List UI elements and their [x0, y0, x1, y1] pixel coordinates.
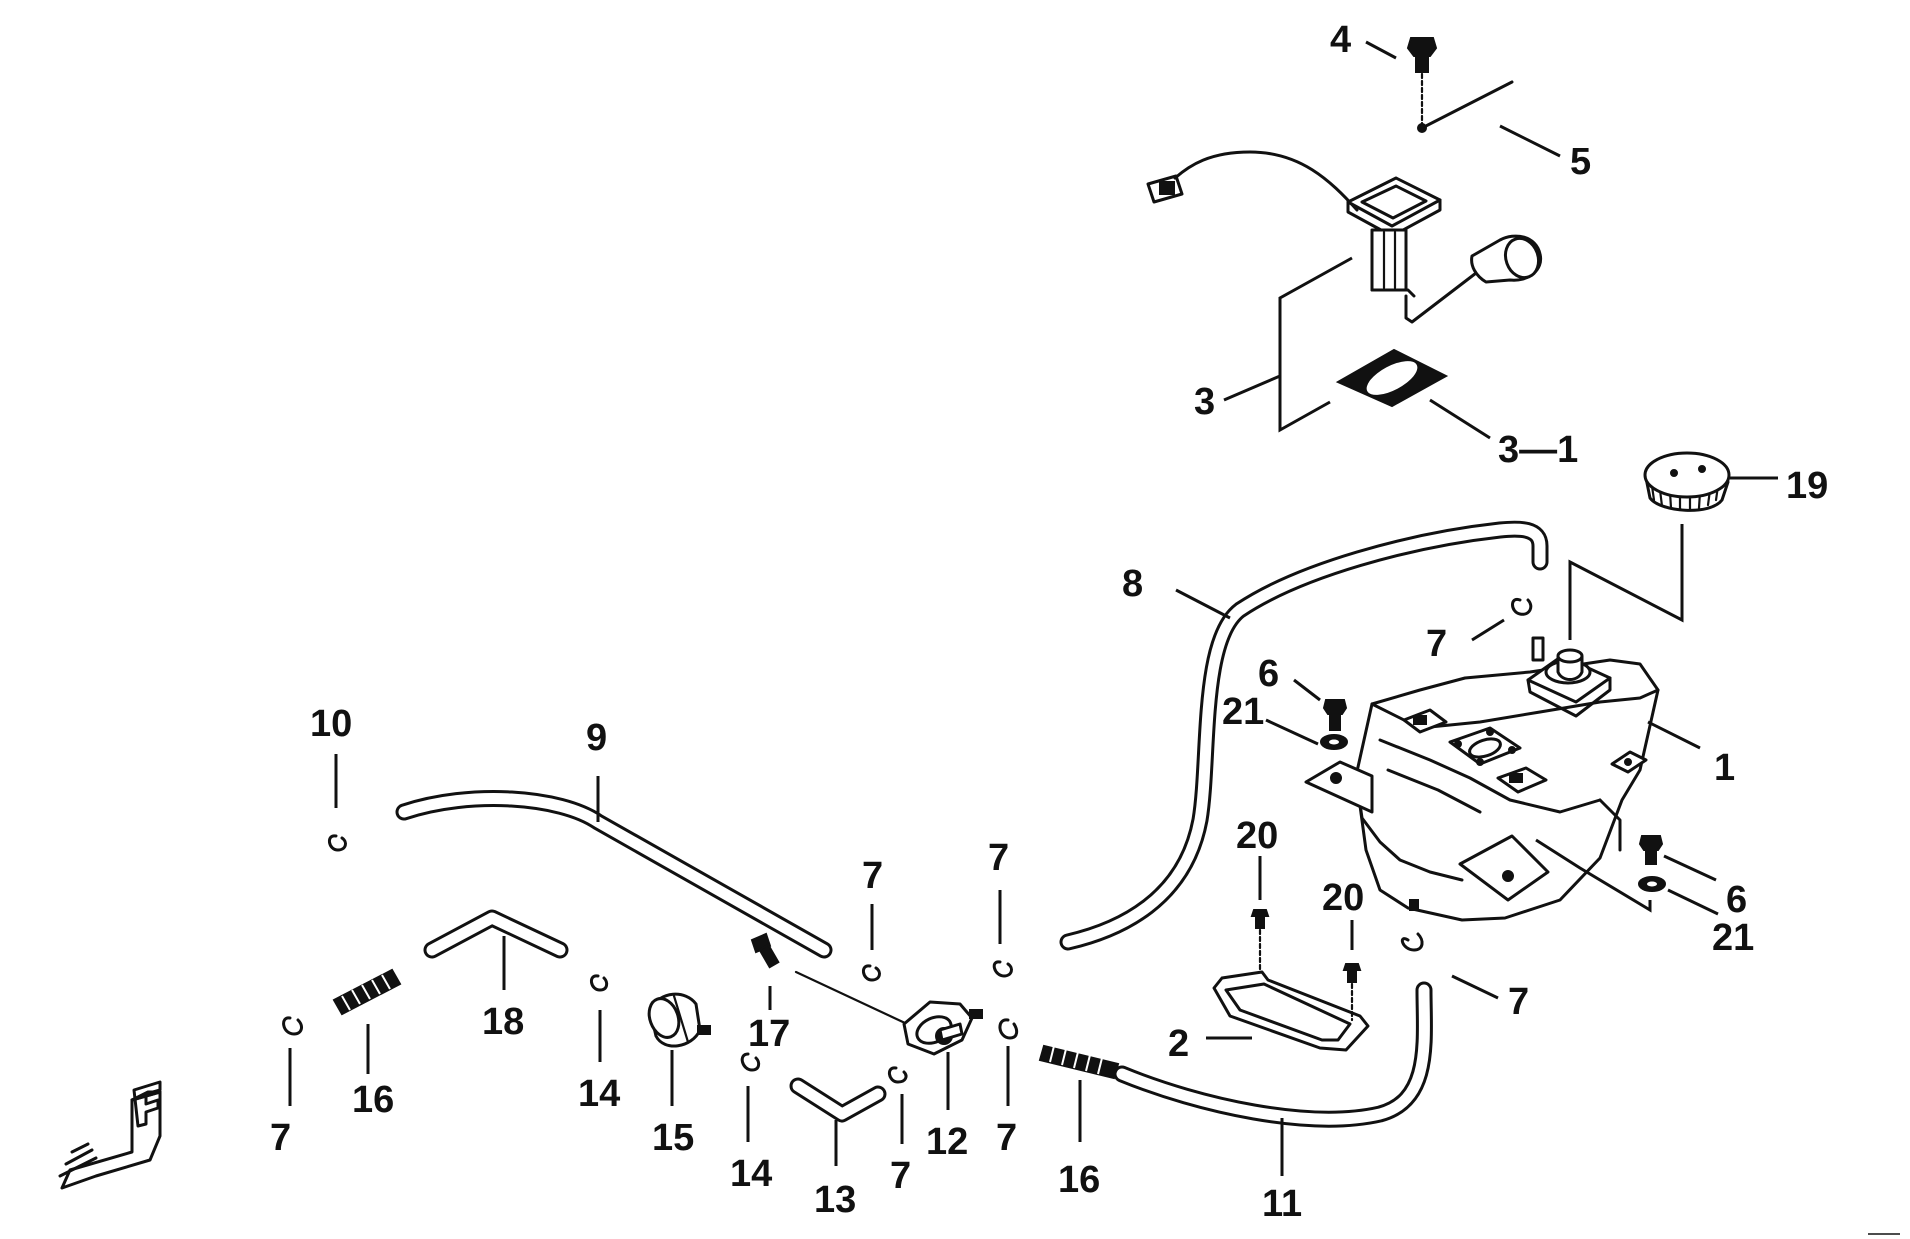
filler-cap-part-19: [1568, 451, 1778, 640]
callout-7-lower-mid: 7: [890, 1155, 911, 1197]
bolt-part-20-right: [1342, 920, 1362, 1022]
callout-5: 5: [1570, 141, 1591, 183]
bolt-part-6-left: [1293, 678, 1348, 731]
callout-3: 3: [1194, 381, 1215, 423]
hose-part-13: [789, 1077, 887, 1166]
clip-part-7-mid-left: [862, 904, 881, 982]
callout-10: 10: [310, 703, 352, 745]
fuel-filter-part-15: [647, 992, 711, 1106]
washer-part-21-left: [1265, 718, 1348, 750]
clip-part-7-right-valve: [998, 1018, 1019, 1106]
callout-12: 12: [926, 1121, 968, 1163]
gasket-part-3-1: [1335, 348, 1449, 408]
callout-20-right: 20: [1322, 877, 1364, 919]
fuel-tank-part-1: [1304, 636, 1701, 922]
callout-7-right-valve: 7: [996, 1117, 1017, 1159]
callout-6-right: 6: [1726, 879, 1747, 921]
callout-3-1: 3—1: [1498, 429, 1578, 471]
callout-4: 4: [1330, 19, 1351, 61]
callout-7-mid-right: 7: [988, 837, 1009, 879]
fuel-sender-unit: [1346, 176, 1543, 324]
clip-part-14-upper: [590, 974, 609, 1062]
vent-hose-part-8: [1059, 520, 1549, 951]
hose-part-18: [423, 909, 569, 990]
clip-part-7-mid-right: [992, 890, 1013, 978]
callout-20-left: 20: [1236, 815, 1278, 857]
front-direction-marker: [58, 1080, 162, 1190]
clip-part-7-far-left: [282, 1016, 303, 1106]
hose-part-9: [395, 776, 833, 959]
callout-2: 2: [1168, 1023, 1189, 1065]
callout-11: 11: [1262, 1183, 1302, 1225]
callout-labels: 4 5 3 3—1 19 8 7 6 21 1 6 21 7 20 20 2 1…: [270, 19, 1828, 1225]
callout-21-right: 21: [1712, 917, 1754, 959]
callout-6-left: 6: [1258, 653, 1279, 695]
callout-14-upper: 14: [578, 1073, 620, 1115]
callout-7-far-left: 7: [270, 1117, 291, 1159]
callout-8: 8: [1122, 563, 1143, 605]
fuel-hose-part-11: [1113, 981, 1433, 1176]
callout-7-mid-left: 7: [862, 855, 883, 897]
callout-18: 18: [482, 1001, 524, 1043]
callout-16-right: 16: [1058, 1159, 1100, 1201]
spring-part-16-right: [1038, 1044, 1120, 1142]
washer-part-21-right: [1638, 876, 1719, 916]
callout-16-left: 16: [352, 1079, 394, 1121]
callout-15: 15: [652, 1117, 694, 1159]
callout-1: 1: [1714, 747, 1735, 789]
spring-part-16-left: [332, 968, 402, 1074]
sender-wire-harness: [1146, 150, 1359, 212]
callout-7-tank-top: 7: [1426, 623, 1447, 665]
callout-17: 17: [748, 1013, 790, 1055]
callout-9: 9: [586, 717, 607, 759]
clip-part-7-lower-mid: [888, 1066, 908, 1144]
fuel-valve-part-12: [902, 1000, 983, 1110]
clip-part-7-tank-bottom: [1400, 932, 1499, 1000]
fuel-level-sender-assembly: [1146, 37, 1543, 433]
strap-part-2: [1206, 970, 1370, 1052]
callout-19: 19: [1786, 465, 1828, 507]
clip-part-10: [328, 754, 347, 852]
bolt-part-6-right: [1638, 835, 1717, 882]
rod-part-5: [1417, 80, 1514, 133]
callout-14-lower: 14: [730, 1153, 772, 1195]
clip-part-7-tank-top: [1471, 597, 1533, 642]
bolt-part-20-left: [1250, 856, 1270, 974]
callout-13: 13: [814, 1179, 856, 1221]
callout-7-tank-bottom: 7: [1508, 981, 1529, 1023]
clip-part-14-lower: [740, 1052, 761, 1142]
bracket-part-3: [1278, 256, 1353, 433]
bolt-part-17: [750, 932, 922, 1032]
bolt-part-4: [1406, 37, 1438, 126]
callout-21-left: 21: [1222, 691, 1264, 733]
